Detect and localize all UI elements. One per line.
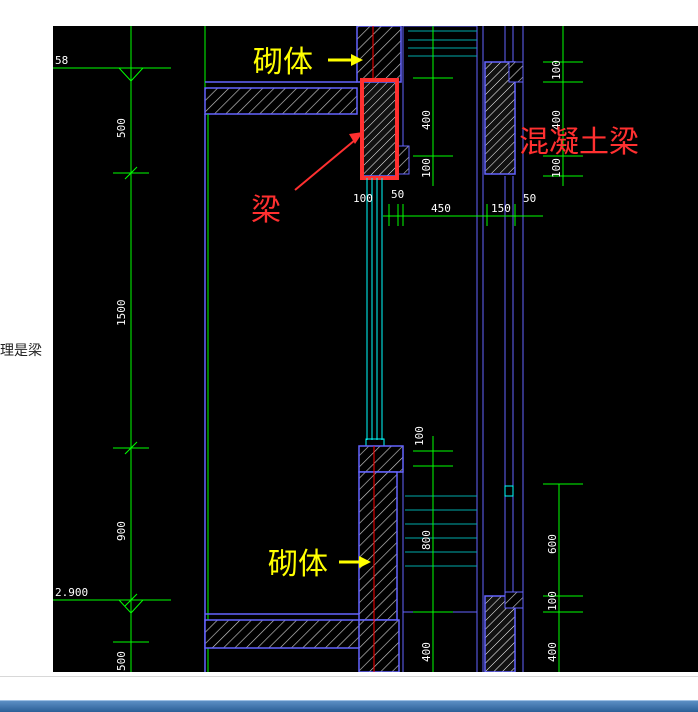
hdim-150: 150 xyxy=(491,202,511,215)
panel-shading-top xyxy=(408,30,477,57)
dim-top-100a: 100 xyxy=(420,158,433,178)
left-dim-900: 900 xyxy=(115,521,128,541)
taskbar xyxy=(0,700,698,712)
right-dimension-texts: 400 100 100 400 100 100 50 450 150 50 10… xyxy=(353,60,563,662)
elevation-bottom-text: 2.900 xyxy=(55,586,88,599)
arrow-beam xyxy=(294,132,363,191)
left-dimension-chain xyxy=(53,26,206,672)
cad-drawing: 58 2.900 500 1500 900 500 xyxy=(53,26,698,672)
floor-slab-bottom xyxy=(204,613,362,649)
dim-right-100: 100 xyxy=(550,60,563,80)
far-right-dim-100: 100 xyxy=(546,591,559,611)
mullion-lines xyxy=(504,26,514,592)
elevation-marker-bottom: 2.900 xyxy=(55,586,145,614)
elevation-marker-top: 58 xyxy=(55,54,145,82)
elevation-top-text: 58 xyxy=(55,54,68,67)
dim-right-400: 400 xyxy=(550,110,563,130)
mid-dim-100: 100 xyxy=(413,426,426,446)
label-concrete-beam: 混凝土梁 xyxy=(519,125,639,160)
left-dim-1500: 1500 xyxy=(115,300,128,327)
concrete-beam-lower xyxy=(484,591,524,672)
dim-right-100b: 100 xyxy=(550,158,563,178)
hdim-50b: 50 xyxy=(523,192,536,205)
concrete-beam xyxy=(484,61,524,175)
bottom-divider xyxy=(0,676,698,677)
beam xyxy=(360,78,410,180)
mid-dim-800: 800 xyxy=(420,530,433,550)
right-dimension-lines xyxy=(383,26,583,672)
left-snippet-text: 理是梁 xyxy=(0,343,42,359)
far-right-dim-600: 600 xyxy=(546,534,559,554)
label-masonry-top: 砌体 xyxy=(253,45,313,80)
label-beam: 梁 xyxy=(251,193,281,228)
panel-shading-bottom xyxy=(405,495,477,567)
hdim-450: 450 xyxy=(431,202,451,215)
hdim-100: 100 xyxy=(353,192,373,205)
label-masonry-bottom: 砌体 xyxy=(268,547,328,582)
mid-dim-400: 400 xyxy=(420,642,433,662)
arrow-masonry-bottom xyxy=(339,556,371,568)
far-right-dim-400: 400 xyxy=(546,642,559,662)
dim-top-400: 400 xyxy=(420,110,433,130)
left-dim-500-bottom: 500 xyxy=(115,651,128,671)
hdim-50a: 50 xyxy=(391,188,404,201)
arrow-masonry-top xyxy=(328,54,363,66)
lower-masonry-wall xyxy=(358,445,404,672)
window-glass xyxy=(365,178,385,447)
beam-highlight-box xyxy=(360,78,399,180)
left-dim-500-top: 500 xyxy=(115,118,128,138)
floor-slab-top xyxy=(204,81,358,672)
